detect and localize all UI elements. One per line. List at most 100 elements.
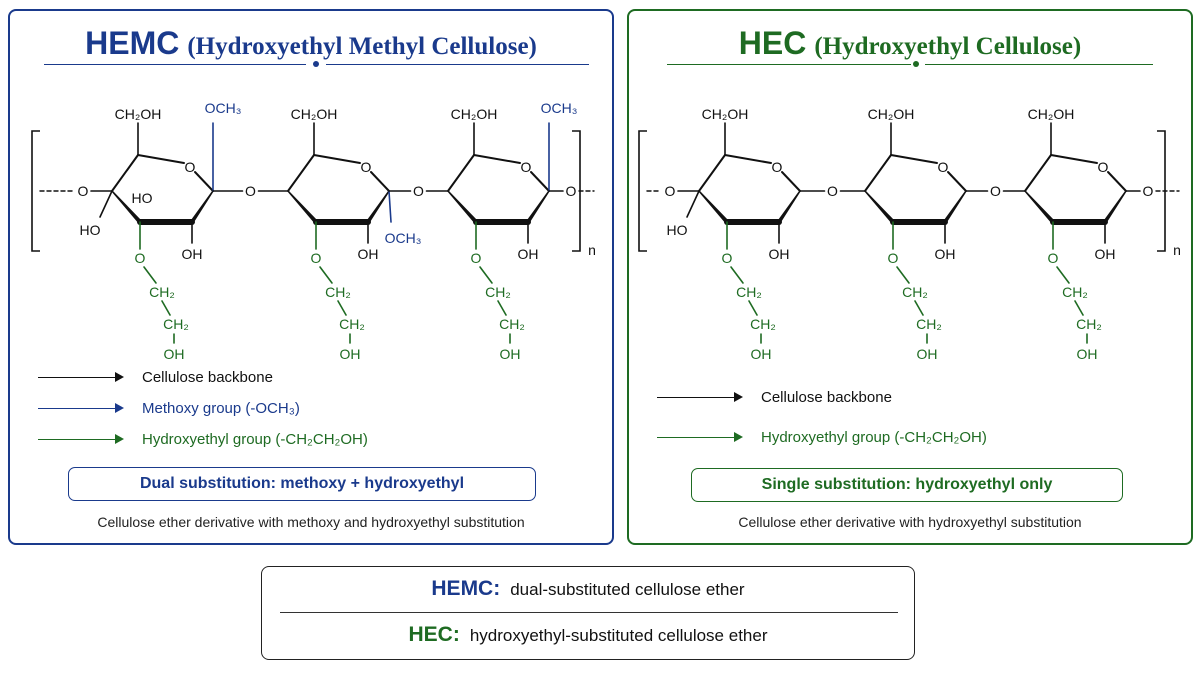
hydroxyethyl-ch2-label: CH₂	[902, 284, 928, 300]
glycosidic-oxygen-label: O	[827, 183, 838, 199]
arrow-icon	[38, 372, 124, 382]
hydroxyethyl-ch2-label: CH₂	[339, 316, 365, 332]
hec-title-rule-right	[925, 64, 1153, 65]
ring-wedge-bond	[527, 190, 550, 225]
oh-label: OH	[182, 246, 203, 262]
hydroxyethyl-oh-label: OH	[1077, 346, 1098, 362]
hec-legend-hydroxyethyl-label: Hydroxyethyl group (-CH₂CH₂OH)	[761, 429, 987, 446]
ring-bond	[194, 171, 214, 192]
arrow-icon	[657, 392, 743, 402]
repeat-bracket-left	[638, 130, 647, 252]
hydroxyethyl-ch2-label: CH₂	[499, 316, 525, 332]
hydroxyethyl-ch2-label: CH₂	[149, 284, 175, 300]
hydroxyethyl-ch2-label: CH₂	[750, 316, 776, 332]
hydroxyethyl-oh-label: OH	[164, 346, 185, 362]
hemc-legend-backbone: Cellulose backbone	[38, 369, 273, 386]
hemc-legend-methoxy: Methoxy group (-OCH₃)	[38, 400, 300, 417]
arrow-icon	[657, 432, 743, 442]
hydroxyethyl-bond	[896, 266, 910, 284]
hydroxyethyl-ch2-label: CH₂	[325, 284, 351, 300]
summary-divider	[280, 612, 898, 613]
hec-title: HEC (Hydroxyethyl Cellulose)	[629, 25, 1191, 62]
glycosidic-oxygen-label: O	[665, 183, 676, 199]
oh-label: OH	[1095, 246, 1116, 262]
ring-bond	[724, 154, 772, 164]
summary-hemc-text: dual-substituted cellulose ether	[510, 580, 745, 599]
ho-label: HO	[80, 222, 101, 238]
oh-label: OH	[518, 246, 539, 262]
hec-title-abbr: HEC	[738, 25, 807, 61]
glycosidic-oxygen-label: O	[78, 183, 89, 199]
ch2oh-label: CH₂OH	[451, 106, 498, 122]
summary-hec-row: HEC: hydroxyethyl-substituted cellulose e…	[262, 623, 914, 647]
hec-title-full-name: (Hydroxyethyl Cellulose)	[814, 33, 1082, 60]
ring-oxygen-label: O	[1098, 159, 1109, 175]
ring-bond	[370, 171, 390, 192]
ring-oxygen-label: O	[185, 159, 196, 175]
repeat-bracket-right	[1157, 130, 1166, 252]
hydroxyethyl-ch2-label: CH₂	[1076, 316, 1102, 332]
ring-oxygen-label: O	[938, 159, 949, 175]
hemc-legend-backbone-label: Cellulose backbone	[142, 369, 273, 386]
ring-bond	[111, 154, 139, 192]
hec-caption: Cellulose ether derivative with hydroxye…	[738, 514, 1082, 530]
ring-oxygen-label: O	[361, 159, 372, 175]
summary-hec-text: hydroxyethyl-substituted cellulose ether	[469, 626, 768, 645]
ring-bond	[447, 154, 475, 192]
ring-bond	[1024, 154, 1052, 192]
ring-oxygen-label: O	[772, 159, 783, 175]
ring-wedge-bond	[698, 190, 728, 225]
hemc-title-rule-left	[44, 64, 306, 65]
hec-substitution-badge: Single substitution: hydroxyethyl only	[691, 468, 1123, 502]
ch2oh-label: CH₂OH	[1028, 106, 1075, 122]
ring-wedge-bond	[1024, 190, 1054, 225]
hec-structure-diagram: OCH₂OHOHHOOCH₂CH₂OHOCH₂OHOHOCH₂CH₂OHOCH₂…	[638, 106, 1181, 362]
repeat-n-label: n	[588, 242, 596, 258]
glycosidic-oxygen-label: O	[413, 183, 424, 199]
summary-hemc-abbr: HEMC:	[431, 577, 501, 600]
methoxy-bond	[388, 190, 392, 223]
hydroxyethyl-ch2-label: CH₂	[163, 316, 189, 332]
glycosidic-oxygen-label: O	[566, 183, 577, 199]
arrow-icon	[38, 434, 124, 444]
hydroxyethyl-bond	[914, 300, 924, 316]
hemc-title-dot	[313, 61, 319, 67]
ring-bond	[1107, 171, 1127, 192]
methoxy-label: OCH₃	[385, 230, 422, 246]
methoxy-label: OCH₃	[541, 100, 578, 116]
ring-bond	[890, 154, 938, 164]
ring-bond	[137, 154, 185, 164]
ring-bond	[287, 154, 315, 192]
hydroxyethyl-bond	[143, 266, 157, 284]
hydroxyethyl-bond	[730, 266, 744, 284]
ch2oh-label: CH₂OH	[702, 106, 749, 122]
hemc-caption: Cellulose ether derivative with methoxy …	[97, 514, 525, 530]
hydroxyethyl-bond	[748, 300, 758, 316]
ring-wedge-bond	[1104, 190, 1127, 225]
hydroxyethyl-oxygen-label: O	[135, 250, 146, 266]
hydroxyethyl-bond	[1056, 266, 1070, 284]
hydroxyethyl-oxygen-label: O	[888, 250, 899, 266]
repeat-bracket-right	[572, 130, 581, 252]
hydroxyethyl-bond	[479, 266, 493, 284]
ring-bond	[473, 154, 521, 164]
summary-hec-abbr: HEC:	[408, 623, 460, 646]
ch2oh-label: CH₂OH	[115, 106, 162, 122]
hemc-structure-diagram: OCH₂OHOHOCH₃HOHOOCH₂CH₂OHOCH₂OHOHOCH₃OCH…	[31, 100, 596, 362]
hydroxyethyl-oh-label: OH	[340, 346, 361, 362]
hydroxyethyl-bond	[319, 266, 333, 284]
hemc-legend-hydroxyethyl: Hydroxyethyl group (-CH₂CH₂OH)	[38, 431, 368, 448]
hydroxyethyl-oh-label: OH	[917, 346, 938, 362]
ho-bond	[99, 190, 113, 218]
ring-wedge-bond	[864, 190, 894, 225]
hydroxyethyl-bond	[497, 300, 507, 316]
hydroxyethyl-bond	[161, 300, 171, 316]
hydroxyethyl-ch2-label: CH₂	[1062, 284, 1088, 300]
ring-wedge-bond	[944, 190, 967, 225]
ho-label: HO	[667, 222, 688, 238]
hemc-substitution-badge: Dual substitution: methoxy + hydroxyethy…	[68, 467, 536, 501]
repeat-bracket-left	[31, 130, 40, 252]
hec-legend-backbone-label: Cellulose backbone	[761, 389, 892, 406]
